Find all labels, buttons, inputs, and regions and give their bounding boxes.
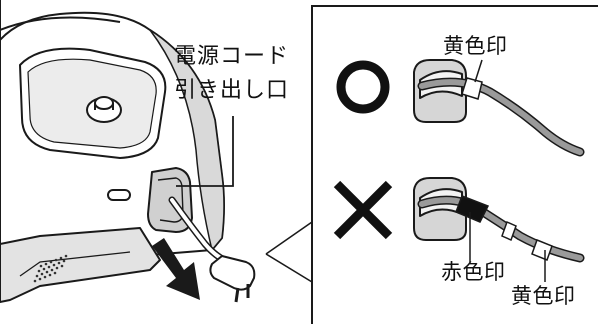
incorrect-tie-band [501, 220, 517, 242]
correct-cord [417, 77, 585, 157]
cord-outlet-leader-line [176, 116, 234, 187]
correct-yellow-leader-line [474, 59, 483, 83]
correct-outlet-detail [413, 59, 467, 123]
red-mark-label: 赤色印 [441, 260, 506, 284]
incorrect-yellow-mark-label: 黄色印 [511, 284, 576, 308]
correct-mark-circle-icon [336, 60, 390, 114]
cord-outlet-label-line2: 引き出し口 [174, 78, 290, 103]
cord-outlet-label-line1: 電源コード [174, 44, 290, 69]
incorrect-red-mark-band [455, 195, 490, 223]
pull-direction-arrow [152, 238, 200, 300]
power-plug [209, 255, 256, 303]
callout-box [311, 5, 598, 324]
correct-yellow-mark-band [461, 77, 483, 100]
incorrect-mark-cross-icon [333, 180, 393, 240]
callout-wedge [265, 221, 313, 283]
grille-dots [33, 254, 68, 283]
correct-yellow-mark-label: 黄色印 [443, 34, 508, 58]
incorrect-yellow-mark-band [531, 239, 553, 261]
